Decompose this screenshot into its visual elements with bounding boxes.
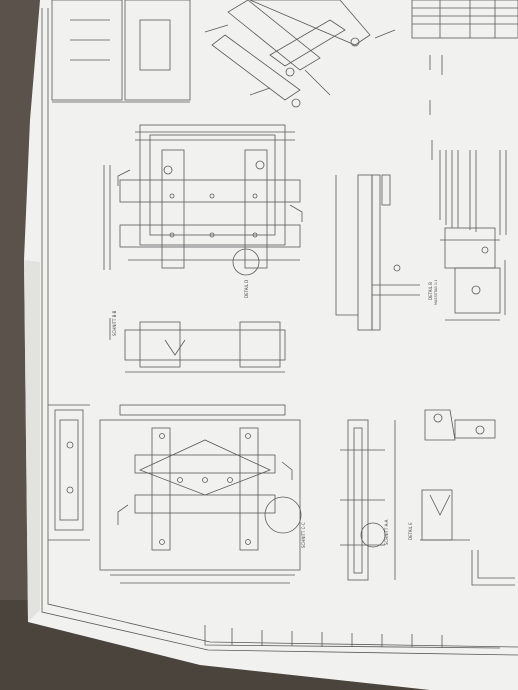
isometric-frame <box>204 0 396 108</box>
drawing-border <box>41 8 518 656</box>
label-section-b-b: SCHNITT B-B <box>112 310 117 336</box>
section-view-top-left <box>51 0 123 101</box>
drawing-linework <box>41 0 518 656</box>
side-section-upper <box>335 174 420 331</box>
top-view-lower <box>99 404 302 584</box>
label-scale-detail-b: MASSSTAB 1:1 <box>434 280 438 306</box>
title-block <box>411 0 518 39</box>
paper-fold-shade <box>24 260 40 622</box>
zone-ruler <box>204 625 501 649</box>
section-b-b <box>109 318 286 373</box>
label-detail-e: DETAIL E <box>408 522 413 540</box>
drawing-border-inner <box>47 8 518 648</box>
side-view-lower-left <box>48 404 90 541</box>
label-section-c-c: SCHNITT C-C <box>301 522 306 548</box>
top-view-upper <box>103 124 303 276</box>
view-labels: DETAIL D DETAIL B MASSSTAB 1:1 SCHNITT B… <box>112 280 438 549</box>
section-c-c <box>340 419 396 581</box>
paper-sheet <box>24 0 518 690</box>
label-section-a-a: SCHNITT A-A <box>384 519 389 545</box>
notes-text-lines <box>429 55 507 235</box>
label-detail-b: DETAIL B <box>428 282 433 300</box>
detail-e <box>420 409 515 586</box>
detail-b <box>440 227 506 321</box>
label-detail-d: DETAIL D <box>244 280 249 298</box>
